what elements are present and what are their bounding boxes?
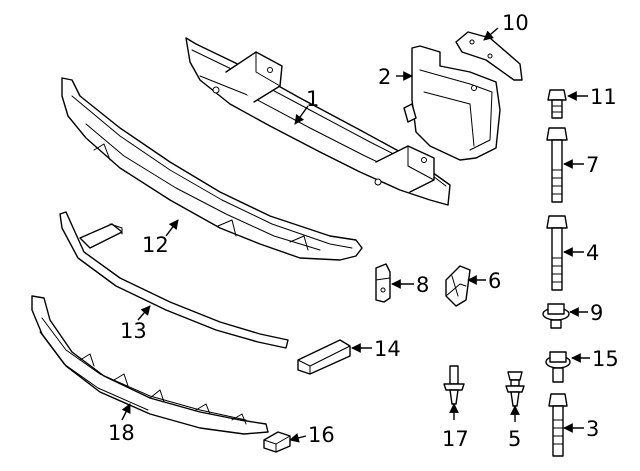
callout-17: 17 <box>442 427 469 451</box>
callout-18: 18 <box>108 421 135 445</box>
part-6-bracket[interactable] <box>445 265 471 307</box>
callout-6: 6 <box>488 269 501 293</box>
part-10-small-bracket[interactable] <box>455 31 523 81</box>
part-11-bolt[interactable] <box>547 89 567 119</box>
callout-8: 8 <box>416 273 429 297</box>
callout-1: 1 <box>306 87 319 111</box>
callout-9: 9 <box>590 301 603 325</box>
part-15-nut[interactable] <box>545 351 571 383</box>
callout-7: 7 <box>586 153 599 177</box>
part-8-bracket[interactable] <box>375 263 391 303</box>
part-18-lower-grille[interactable] <box>31 295 269 435</box>
callout-11: 11 <box>590 85 617 109</box>
callout-16: 16 <box>308 423 335 447</box>
callout-12: 12 <box>142 233 169 257</box>
callout-13: 13 <box>120 319 147 343</box>
part-1-reinforcement-beam[interactable] <box>185 37 451 206</box>
part-12-energy-absorber[interactable] <box>61 77 363 261</box>
part-3-bolt[interactable] <box>548 393 568 457</box>
part-13-lower-strip[interactable] <box>59 211 289 349</box>
leader-lines <box>121 27 590 443</box>
callout-2: 2 <box>378 65 391 89</box>
part-14-pad[interactable] <box>297 339 351 375</box>
callout-15: 15 <box>592 347 619 371</box>
part-17-push-pin[interactable] <box>443 365 465 405</box>
part-16-clip[interactable] <box>263 431 291 453</box>
callout-14: 14 <box>374 337 401 361</box>
callout-10: 10 <box>502 11 529 35</box>
callout-3: 3 <box>586 417 599 441</box>
part-2-bracket[interactable] <box>403 45 501 161</box>
callout-4: 4 <box>586 241 599 265</box>
part-5-push-pin[interactable] <box>505 371 525 407</box>
part-9-nut[interactable] <box>542 303 570 329</box>
callout-5: 5 <box>508 427 521 451</box>
part-4-bolt[interactable] <box>546 215 568 291</box>
part-7-bolt[interactable] <box>546 127 568 203</box>
